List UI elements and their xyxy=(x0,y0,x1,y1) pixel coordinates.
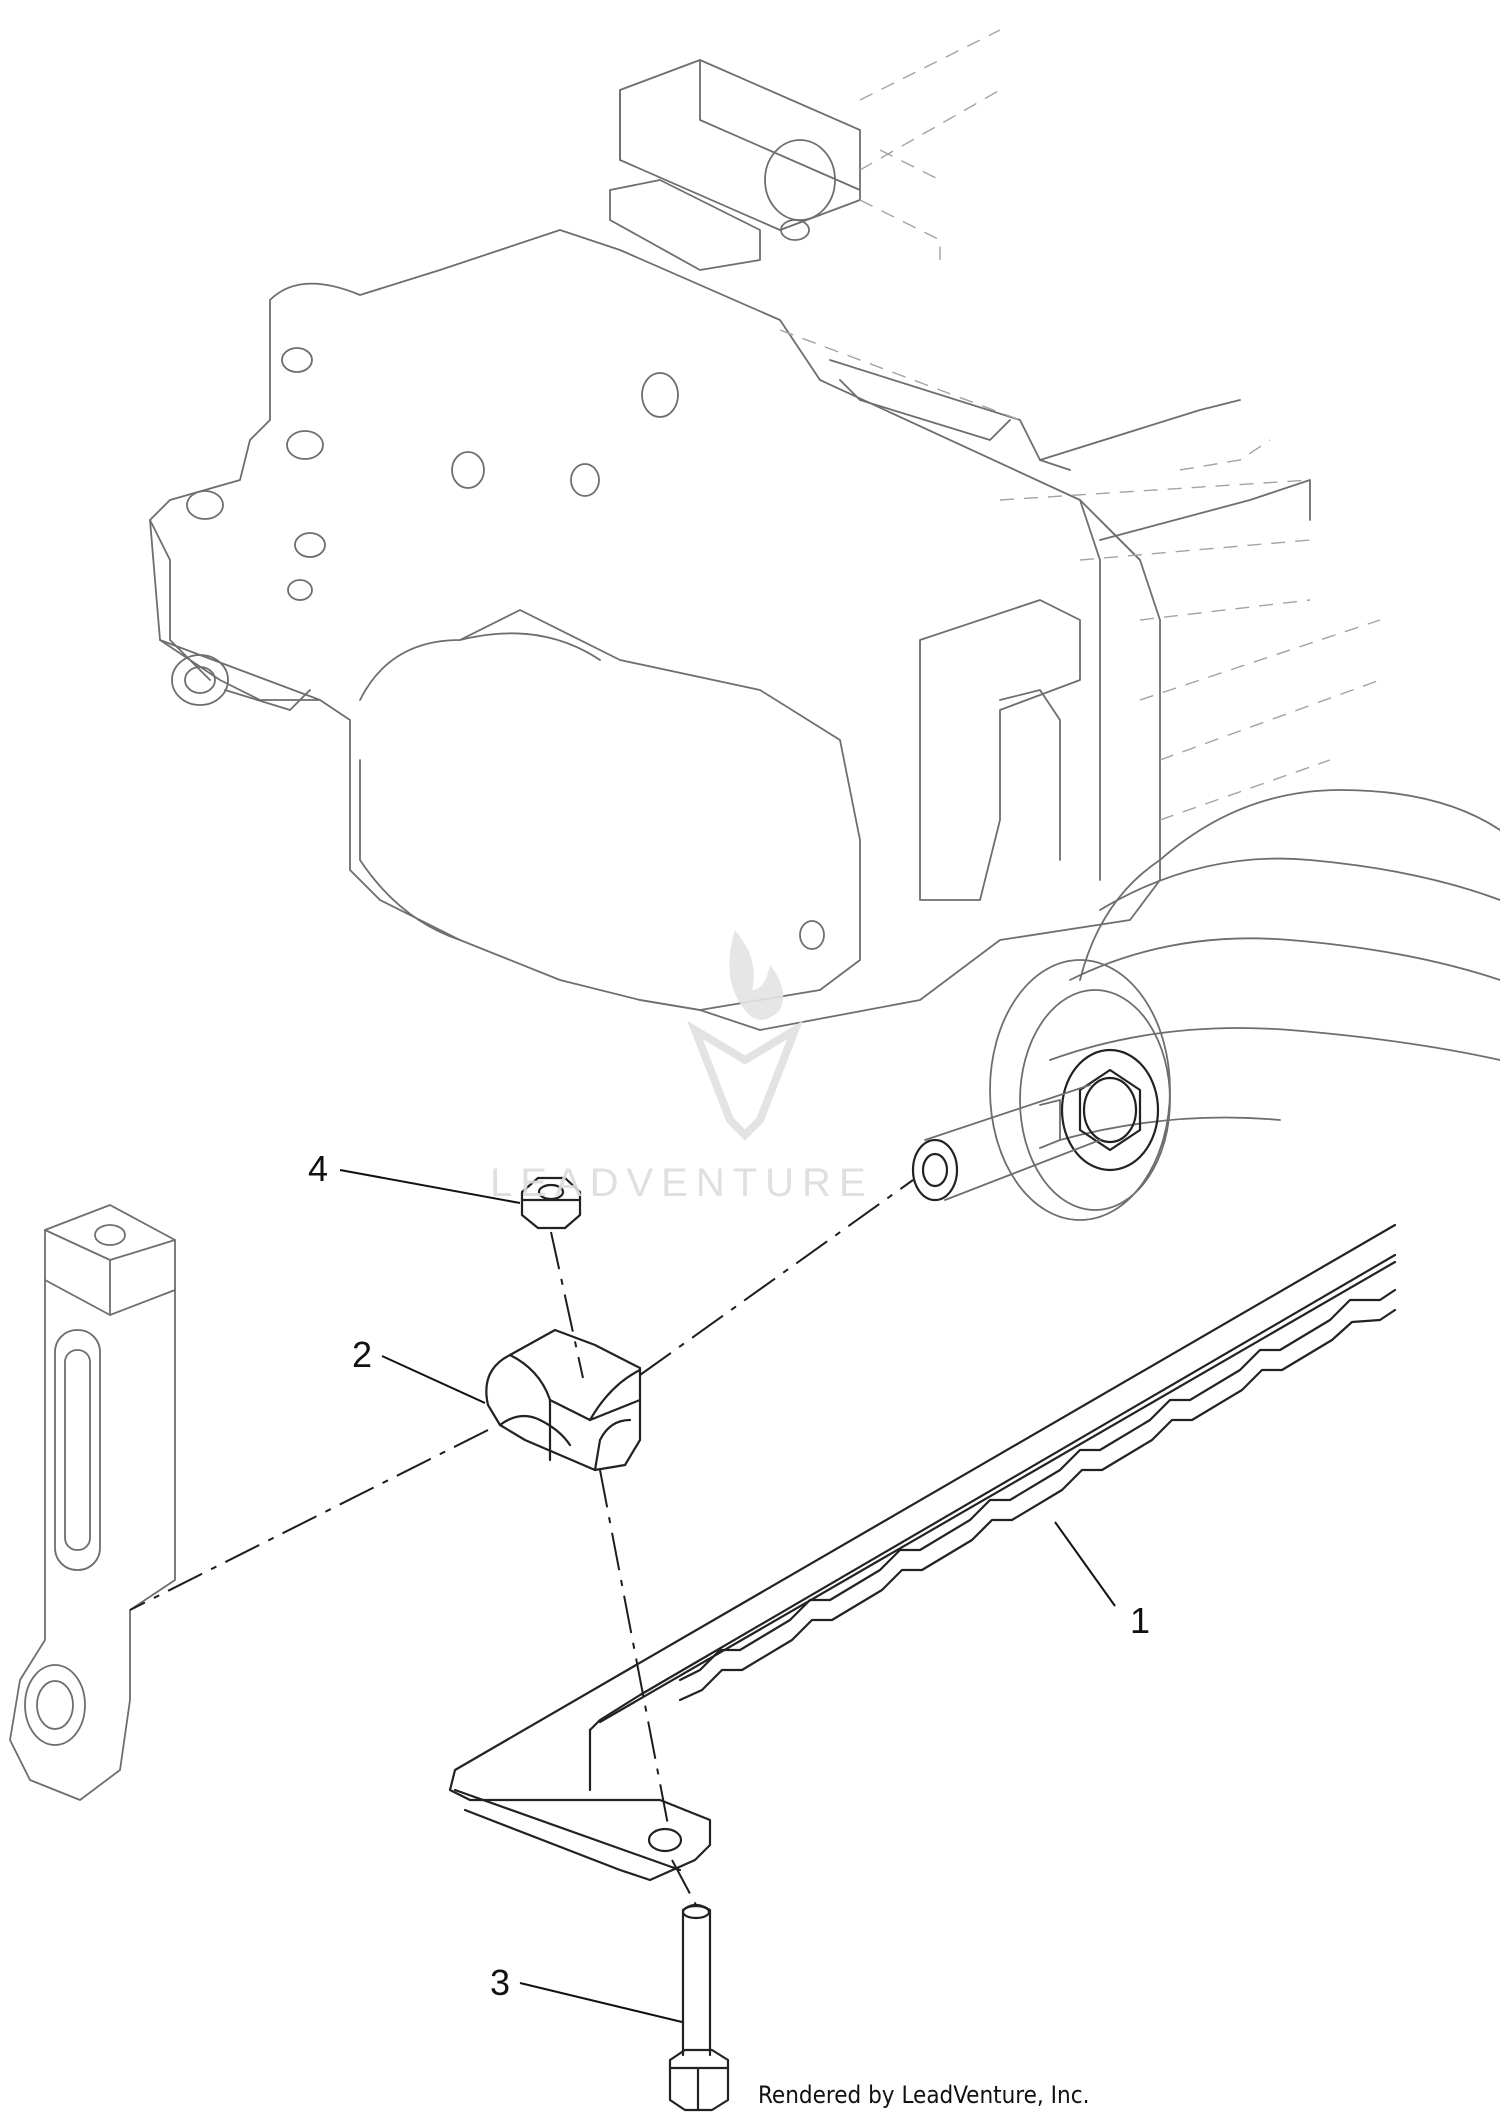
callout-number: 3 xyxy=(490,1962,510,2003)
roller-drum xyxy=(989,789,1500,1221)
part-2-clamp xyxy=(485,1328,642,1472)
callout-number: 4 xyxy=(308,1148,328,1189)
part-4-nut xyxy=(520,1176,582,1230)
rendered-by-credit: Rendered by LeadVenture, Inc. xyxy=(758,2081,1089,2109)
callout-number: 2 xyxy=(352,1334,372,1375)
gearbox-housing xyxy=(149,29,1381,1031)
v-logo-icon xyxy=(687,1020,803,1141)
callout-leaders xyxy=(339,1169,1116,2023)
part-3-bolt xyxy=(668,1903,730,2112)
roller-shaft xyxy=(911,1084,1101,1202)
callout-number: 1 xyxy=(1130,1600,1150,1641)
leadventure-watermark: LEADVENTURE xyxy=(490,930,874,1205)
watermark-text: LEADVENTURE xyxy=(490,1161,874,1205)
flame-logo-icon xyxy=(729,930,784,1020)
pivot-arm xyxy=(9,1204,176,1801)
part-1-scraper-bar xyxy=(448,1223,1397,1882)
assembly-lines xyxy=(129,1179,914,1906)
